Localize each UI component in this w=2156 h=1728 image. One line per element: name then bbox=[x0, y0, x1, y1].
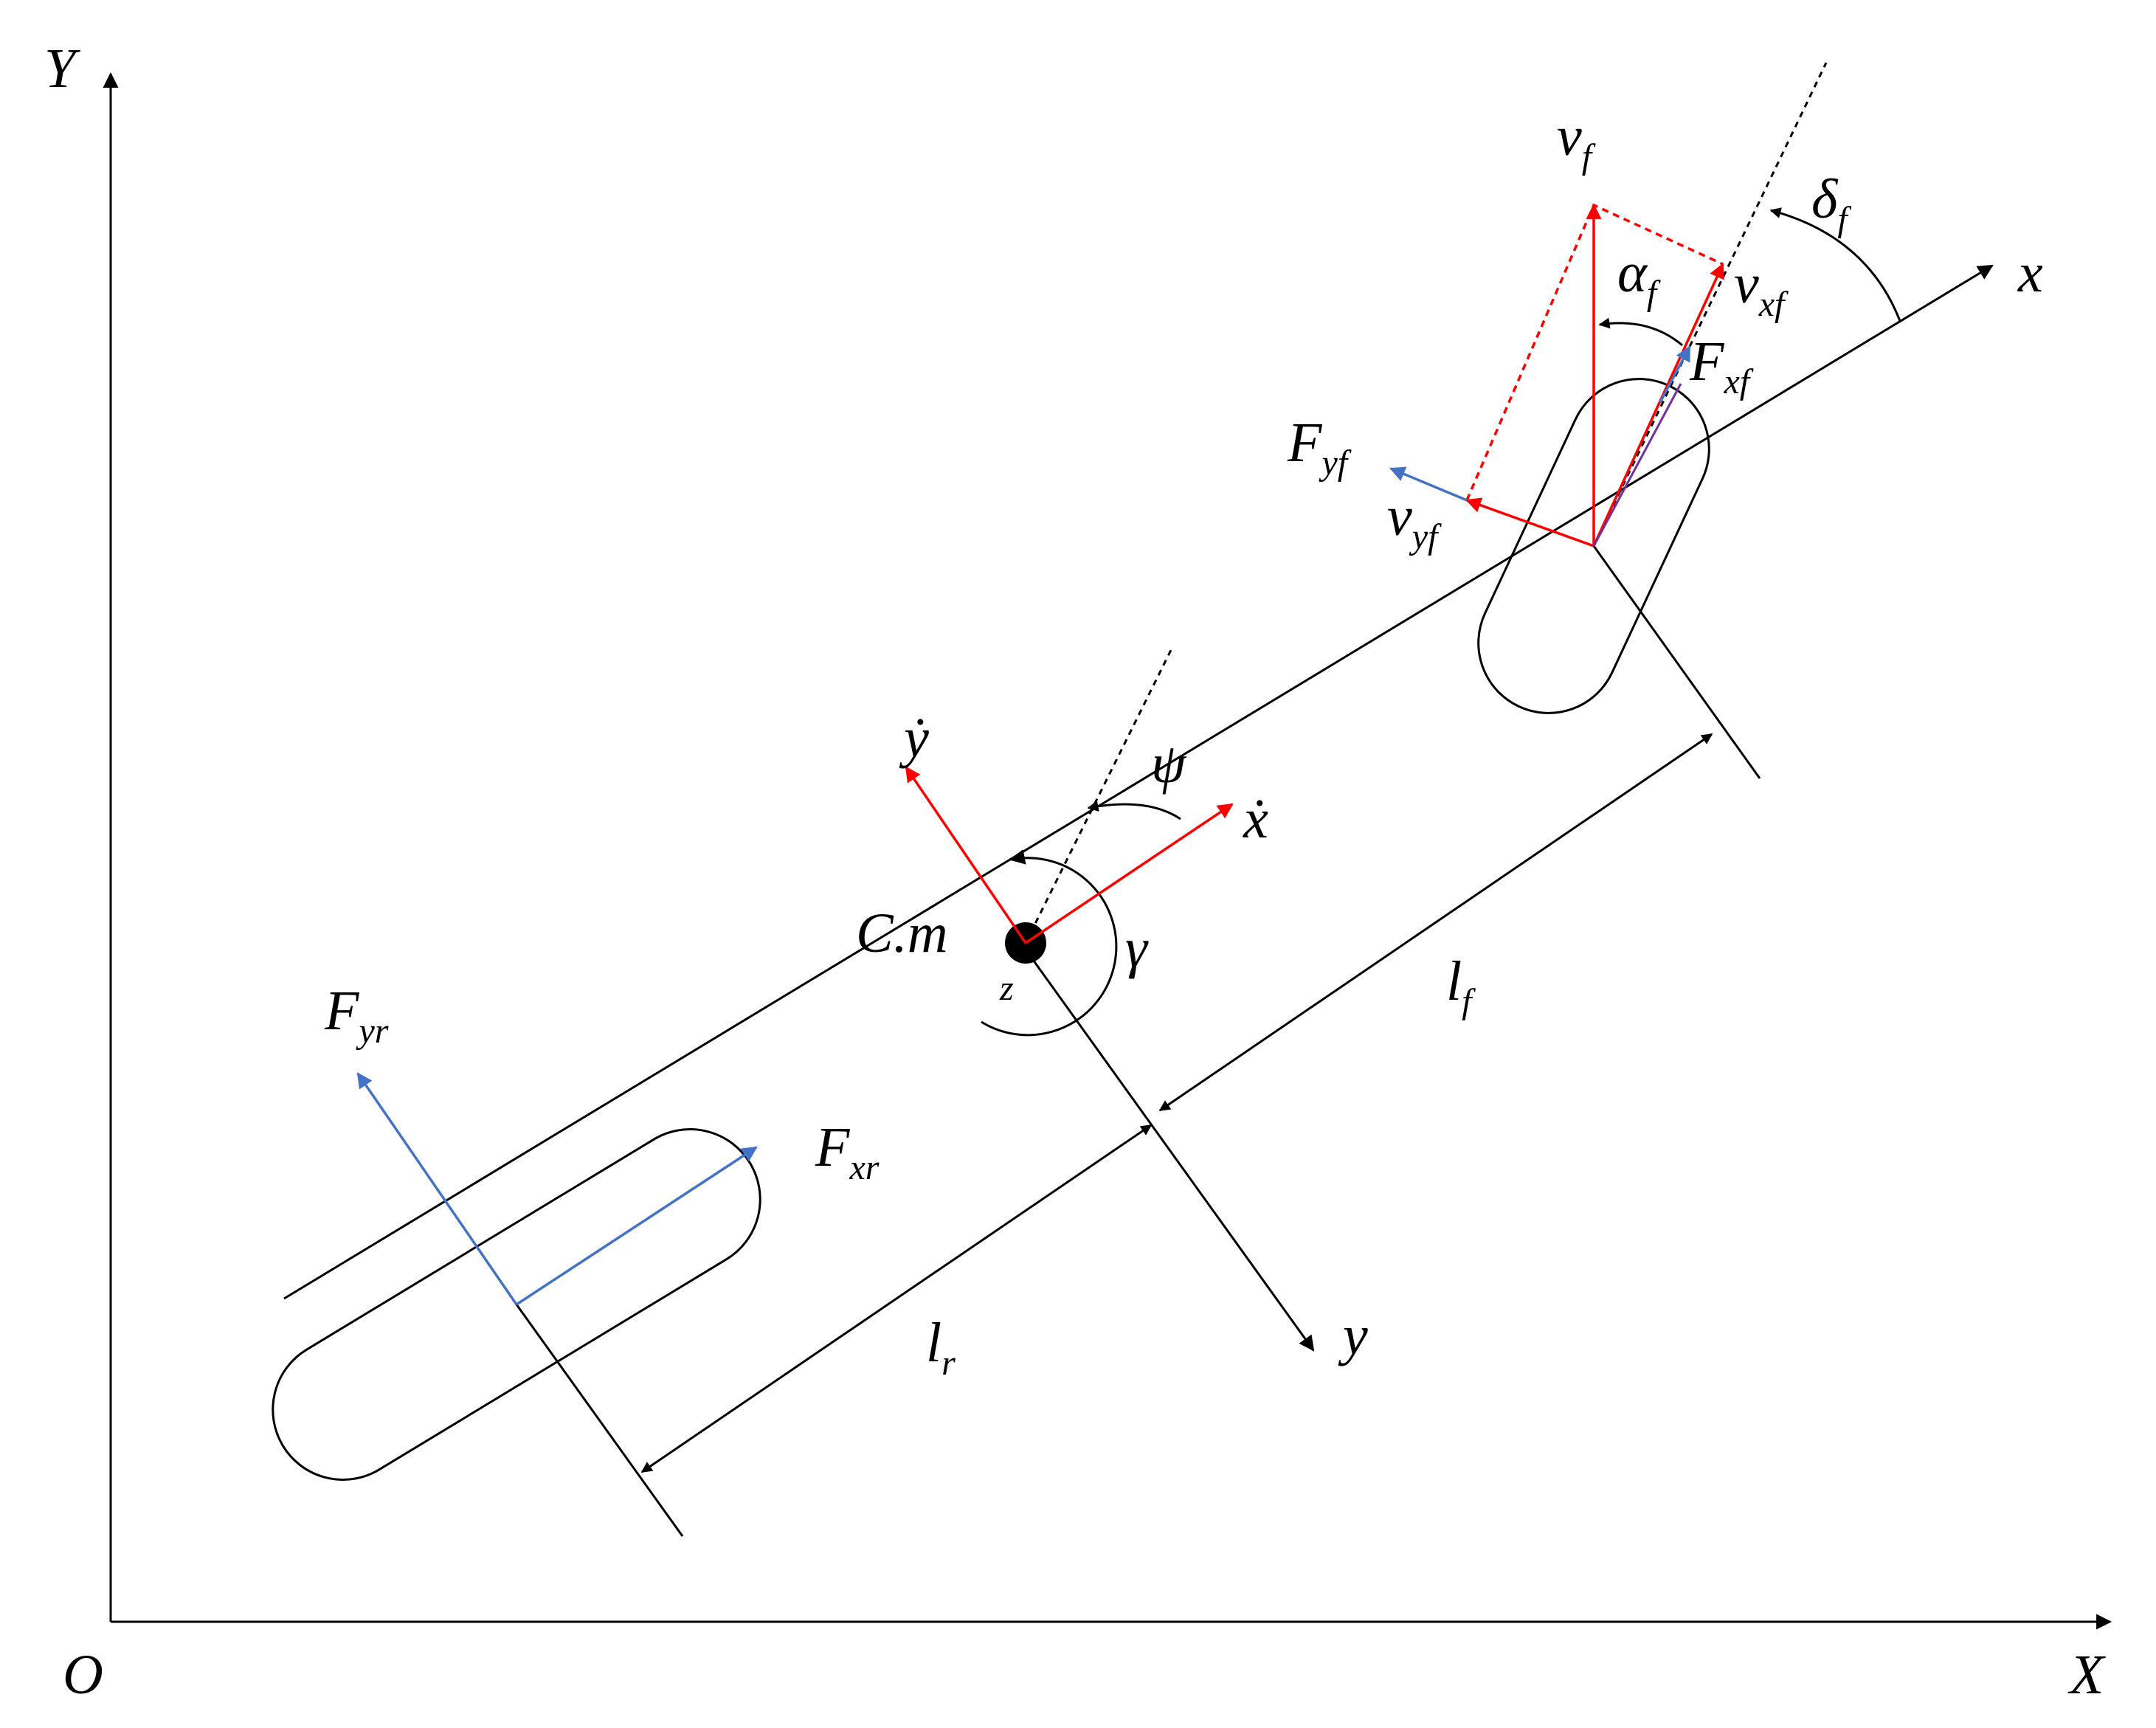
rear-force-x-vector bbox=[516, 1146, 758, 1306]
rear-force-x-label: Fxr bbox=[815, 1116, 880, 1187]
slip-angle-arc bbox=[1598, 317, 1683, 347]
yaw-rate-arc bbox=[981, 849, 1118, 1037]
lr-dimension-line bbox=[640, 1124, 1153, 1473]
slip-angle-label: αf bbox=[1617, 242, 1661, 313]
front-velocity-y-label: vyf bbox=[1387, 485, 1442, 556]
front-velocity-y-vector bbox=[1465, 497, 1594, 547]
yaw-rate-label: γ bbox=[1125, 917, 1149, 979]
heading-angle-arc bbox=[1087, 801, 1181, 820]
front-force-x-label: Fxf bbox=[1689, 331, 1754, 401]
steer-angle-arc bbox=[1769, 207, 1901, 322]
steer-angle-label: δf bbox=[1811, 168, 1851, 239]
x-axis-label: X bbox=[2067, 1644, 2106, 1706]
vehicle-y-axis bbox=[1020, 944, 1315, 1352]
front-force-x-vector bbox=[1659, 345, 1691, 403]
front-force-y-label: Fyf bbox=[1287, 412, 1352, 483]
front-velocity-purple-line bbox=[1592, 383, 1682, 547]
lr-label: lr bbox=[926, 1312, 956, 1383]
y-dot-label: ẏ bbox=[899, 707, 929, 769]
origin-label: O bbox=[63, 1644, 103, 1706]
rear-axle-line bbox=[515, 1304, 684, 1537]
front-wheel-heading-dashed-line bbox=[1592, 62, 1828, 547]
lf-dimension-line bbox=[1158, 733, 1713, 1112]
cm-label: C.m bbox=[856, 902, 948, 964]
vehicle-y-label: y bbox=[1338, 1304, 1368, 1366]
rear-force-y-label: Fyr bbox=[324, 980, 389, 1051]
rear-force-y-vector bbox=[356, 1072, 518, 1305]
lf-label: lf bbox=[1446, 950, 1476, 1021]
front-velocity-x-label: vxf bbox=[1734, 253, 1789, 324]
y-axis-label: Y bbox=[44, 38, 81, 100]
front-velocity-label: vf bbox=[1557, 106, 1596, 176]
front-velocity-x-vector bbox=[1592, 263, 1724, 547]
z-label: z bbox=[999, 969, 1014, 1008]
x-dot-label: ẋ bbox=[1243, 788, 1268, 850]
x-dot-vector bbox=[1025, 803, 1234, 944]
front-axle-line bbox=[1592, 545, 1761, 779]
front-force-y-vector bbox=[1389, 466, 1468, 502]
vehicle-x-label: x bbox=[2017, 242, 2043, 304]
y-dot-vector bbox=[905, 766, 1027, 944]
vehicle-x-axis bbox=[283, 264, 1994, 1300]
heading-angle-label: ψ bbox=[1151, 733, 1187, 795]
velocity-parallelogram bbox=[1465, 203, 1724, 501]
